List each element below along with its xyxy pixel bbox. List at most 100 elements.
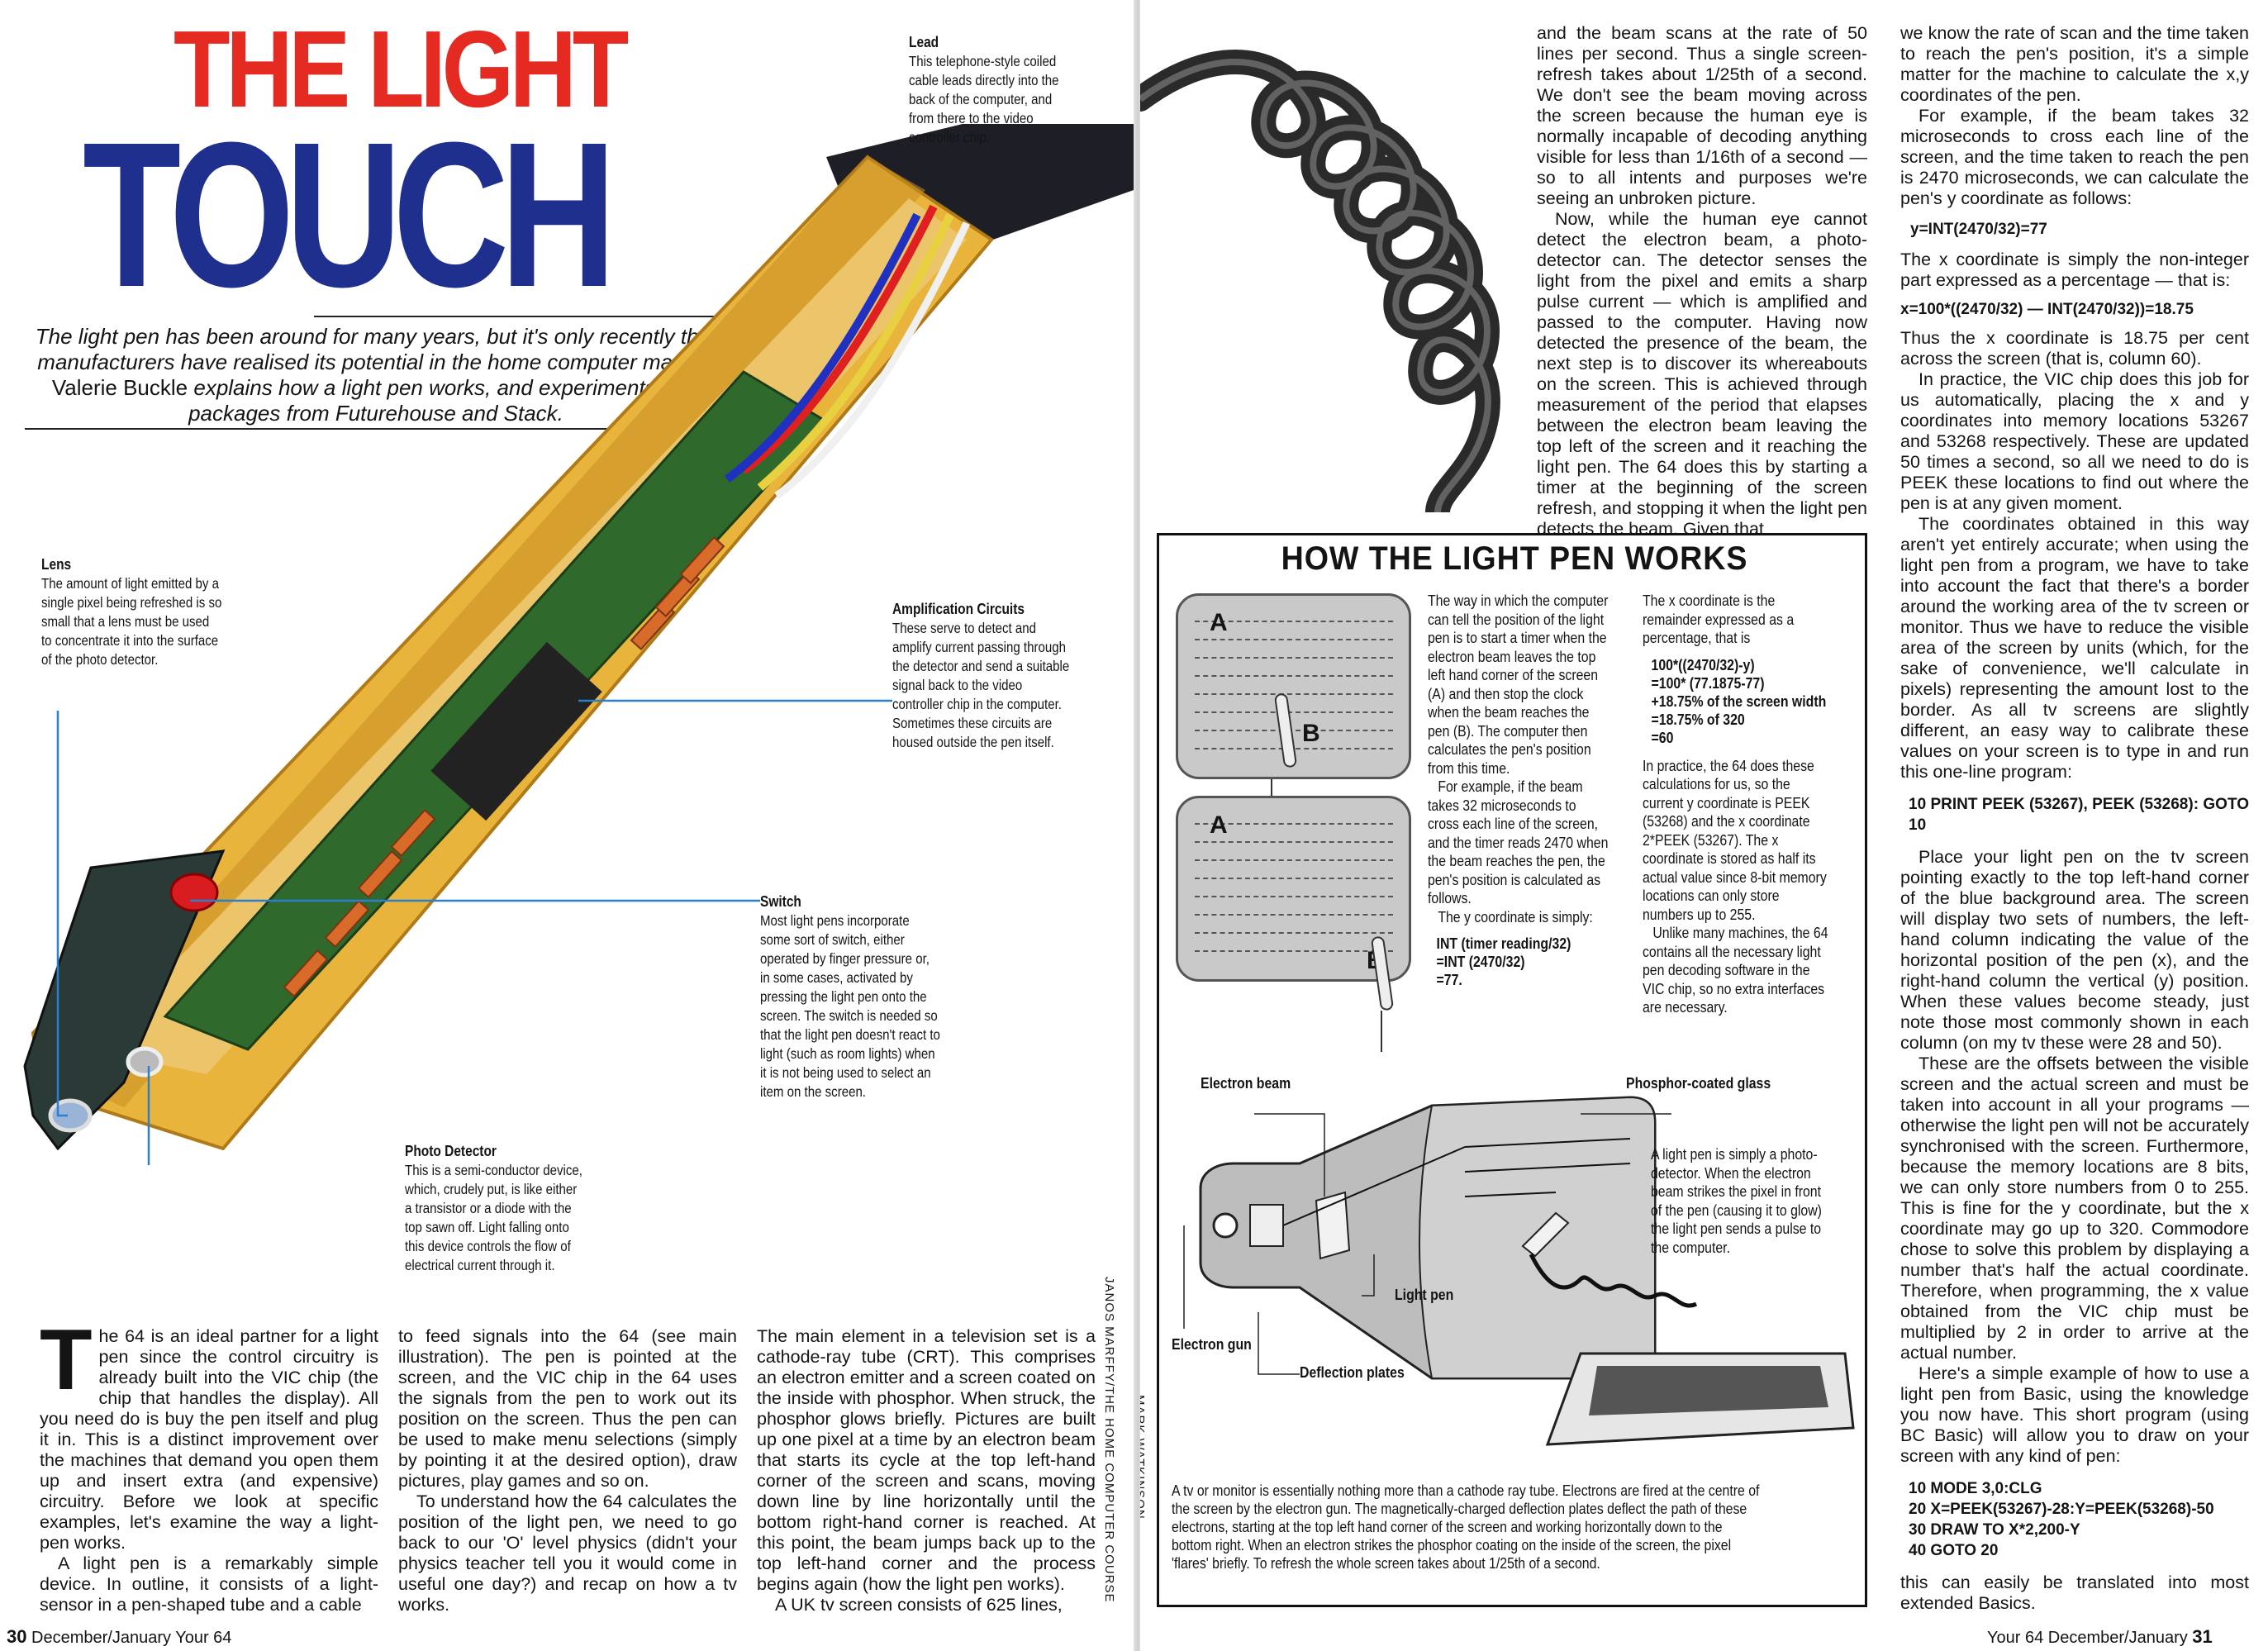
light-pen-illustration	[23, 124, 1134, 1165]
label-lens: Lens The amount of light emitted by a si…	[41, 555, 222, 669]
crt-label-electron-gun: Electron gun	[1172, 1336, 1252, 1353]
right-col1-p1: and the beam scans at the rate of 50 lin…	[1537, 23, 1867, 208]
label-photo-title: Photo Detector	[405, 1143, 497, 1159]
right-folio: Your 64 December/January 31	[1987, 1626, 2213, 1648]
box-title: HOW THE LIGHT PEN WORKS	[1281, 540, 1748, 577]
screen-diagram-top: A B	[1176, 593, 1411, 779]
title-line-2: TOUCH	[83, 99, 616, 330]
crt-label-light-pen: Light pen	[1395, 1287, 1454, 1303]
left-col1-p1: he 64 is an ideal partner for a light pe…	[40, 1326, 378, 1553]
wire-red	[740, 204, 938, 474]
right-col2-p3: The x coordinate is simply the non-integ…	[1900, 250, 2249, 290]
label-amp-title: Amplification Circuits	[892, 601, 1025, 617]
left-page-number: 30	[7, 1626, 27, 1647]
label-photo-text: This is a semi-conductor device, which, …	[405, 1162, 582, 1273]
box-colB-formula: 100*((2470/32)-y) =100* (77.1875-77) +18…	[1652, 656, 1832, 747]
intro-rule-bottom	[25, 428, 719, 430]
box-caption: A tv or monitor is essentially nothing m…	[1172, 1482, 1760, 1572]
crt-diagram	[1183, 1096, 1855, 1446]
label-switch: Switch Most light pens incorporate some …	[760, 892, 941, 1101]
credit-diagram: MARK WATKINSON	[1140, 1395, 1147, 1520]
coiled-cable-highlight	[1140, 59, 1491, 512]
right-col2-p2: For example, if the beam takes 32 micros…	[1900, 106, 2249, 208]
box-colA-p3: The y coordinate is simply:	[1438, 908, 1593, 925]
intro-author: Valerie Buckle	[51, 375, 188, 400]
box-text-column-2: The x coordinate is the remainder expres…	[1643, 592, 1832, 1017]
box-colA-formula-1: INT (timer reading/32)	[1436, 935, 1571, 952]
box-colB-p1: The x coordinate is the remainder expres…	[1643, 592, 1795, 646]
gun-housing	[1249, 1204, 1284, 1247]
box-colB-p3: Unlike many machines, the 64 contains al…	[1643, 925, 1828, 1016]
label-switch-title: Switch	[760, 893, 801, 910]
label-amplification: Amplification Circuits These serve to de…	[892, 600, 1073, 752]
left-col2-p1: to feed signals into the 64 (see main il…	[398, 1326, 737, 1491]
box-colB-p2: In practice, the 64 does these calculati…	[1643, 757, 1827, 923]
right-folio-text: Your 64 December/January	[1987, 1629, 2188, 1647]
label-lead-text: This telephone-style coiled cable leads …	[909, 53, 1059, 145]
left-col3-p2: A UK tv screen consists of 625 lines,	[775, 1595, 1063, 1615]
right-col2-p6: The coordinates obtained in this way are…	[1900, 514, 2249, 782]
callout-lines	[56, 699, 892, 1165]
box-text-column-1: The way in which the computer can tell t…	[1428, 592, 1609, 989]
box-colB-formula-2: =100* (77.1875-77)	[1651, 674, 1765, 692]
label-lead: Lead This telephone-style coiled cable l…	[909, 33, 1079, 147]
box-colA-formula-2: =INT (2470/32)	[1436, 954, 1525, 970]
right-col2-p9: Here's a simple example of how to use a …	[1900, 1363, 2249, 1466]
intro-rule-top	[314, 316, 719, 317]
left-col1-p2: A light pen is a remarkably simple devic…	[40, 1553, 378, 1615]
box-colA-p2: For example, if the beam takes 32 micros…	[1428, 778, 1609, 906]
right-col2-p4: Thus the x coordinate is 18.75 per cent …	[1900, 328, 2249, 369]
box-colB-formula-5: =60	[1651, 729, 1674, 746]
right-col2-p5: In practice, the VIC chip does this job …	[1900, 369, 2249, 513]
label-amp-text: These serve to detect and amplify curren…	[892, 620, 1070, 750]
box-colB-formula-4: =18.75% of 320	[1651, 711, 1745, 728]
right-col2-p7: Place your light pen on the tv screen po…	[1900, 847, 2249, 1053]
formula-y: y=INT(2470/32)=77	[1910, 221, 2047, 238]
label-switch-text: Most light pens incorporate some sort of…	[760, 912, 940, 1100]
lens	[48, 1098, 93, 1133]
formula-x: x=100*((2470/32) — INT(2470/32))=18.75	[1900, 301, 2194, 318]
drop-cap: T	[40, 1312, 93, 1408]
code-line-4: 40 GOTO 20	[1909, 1542, 1999, 1559]
label-lead-title: Lead	[909, 34, 939, 50]
intro-standfirst: The light pen has been around for many y…	[33, 324, 719, 426]
electron-gun-icon	[1212, 1212, 1239, 1239]
title-line-1: THE LIGHT	[174, 8, 629, 130]
box-colA-formula: INT (timer reading/32) =INT (2470/32) =7…	[1437, 935, 1609, 989]
label-photo-detector: Photo Detector This is a semi-conductor …	[405, 1142, 586, 1275]
label-a-bottom: A	[1210, 811, 1228, 839]
code-line-3: 30 DRAW TO X*2,200-Y	[1909, 1521, 2080, 1539]
right-page-number: 31	[2192, 1626, 2213, 1647]
switch-button	[169, 873, 219, 912]
crt-explanation: A light pen is simply a photo-detector. …	[1651, 1146, 1822, 1256]
crt-label-electron-beam: Electron beam	[1201, 1075, 1291, 1092]
left-col3-p1: The main element in a television set is …	[757, 1326, 1096, 1594]
pen-cable-coil	[1529, 1253, 1698, 1308]
wire-yellow	[757, 212, 954, 491]
controller-chip	[430, 641, 602, 821]
crt-callout-lines	[1183, 1113, 1671, 1375]
intro-text-2: explains how a light pen works, and expe…	[188, 375, 701, 426]
crt-label-phosphor: Phosphor-coated glass	[1626, 1075, 1771, 1092]
right-body-column-2: we know the rate of scan and the time ta…	[1900, 23, 2249, 1614]
wire-white	[774, 221, 971, 499]
light-pen-on-crt	[1521, 1211, 1570, 1258]
box-colA-formula-3: =77.	[1436, 972, 1462, 988]
right-col1-p2: Now, while the human eye cannot detect t…	[1537, 209, 1867, 539]
label-b-top: B	[1302, 720, 1320, 747]
resistors	[283, 535, 725, 998]
deflection-plates-icon	[1315, 1191, 1351, 1260]
photo-detector	[126, 1046, 164, 1078]
beam-lines	[1282, 1138, 1631, 1226]
label-a-top: A	[1210, 609, 1228, 636]
how-it-works-box: HOW THE LIGHT PEN WORKS A B A	[1140, 533, 1867, 1607]
pen-wire-bottom	[1381, 1011, 1382, 1052]
code-line-2: 20 X=PEEK(53267)-28:Y=PEEK(53268)-50	[1909, 1501, 2214, 1518]
code-line-1: 10 MODE 3,0:CLG	[1909, 1480, 2042, 1497]
right-col2-p1: we know the rate of scan and the time ta…	[1900, 23, 2249, 105]
left-page: THE LIGHT TOUCH The light pen has been a…	[7, 8, 1134, 1647]
code-calibrate: 10 PRINT PEEK (53267), PEEK (53268): GOT…	[1909, 796, 2249, 834]
left-body-column-2: to feed signals into the 64 (see main il…	[398, 1326, 737, 1615]
right-body-column-1: and the beam scans at the rate of 50 lin…	[1537, 23, 1867, 540]
keyboard-keys	[1589, 1366, 1828, 1415]
